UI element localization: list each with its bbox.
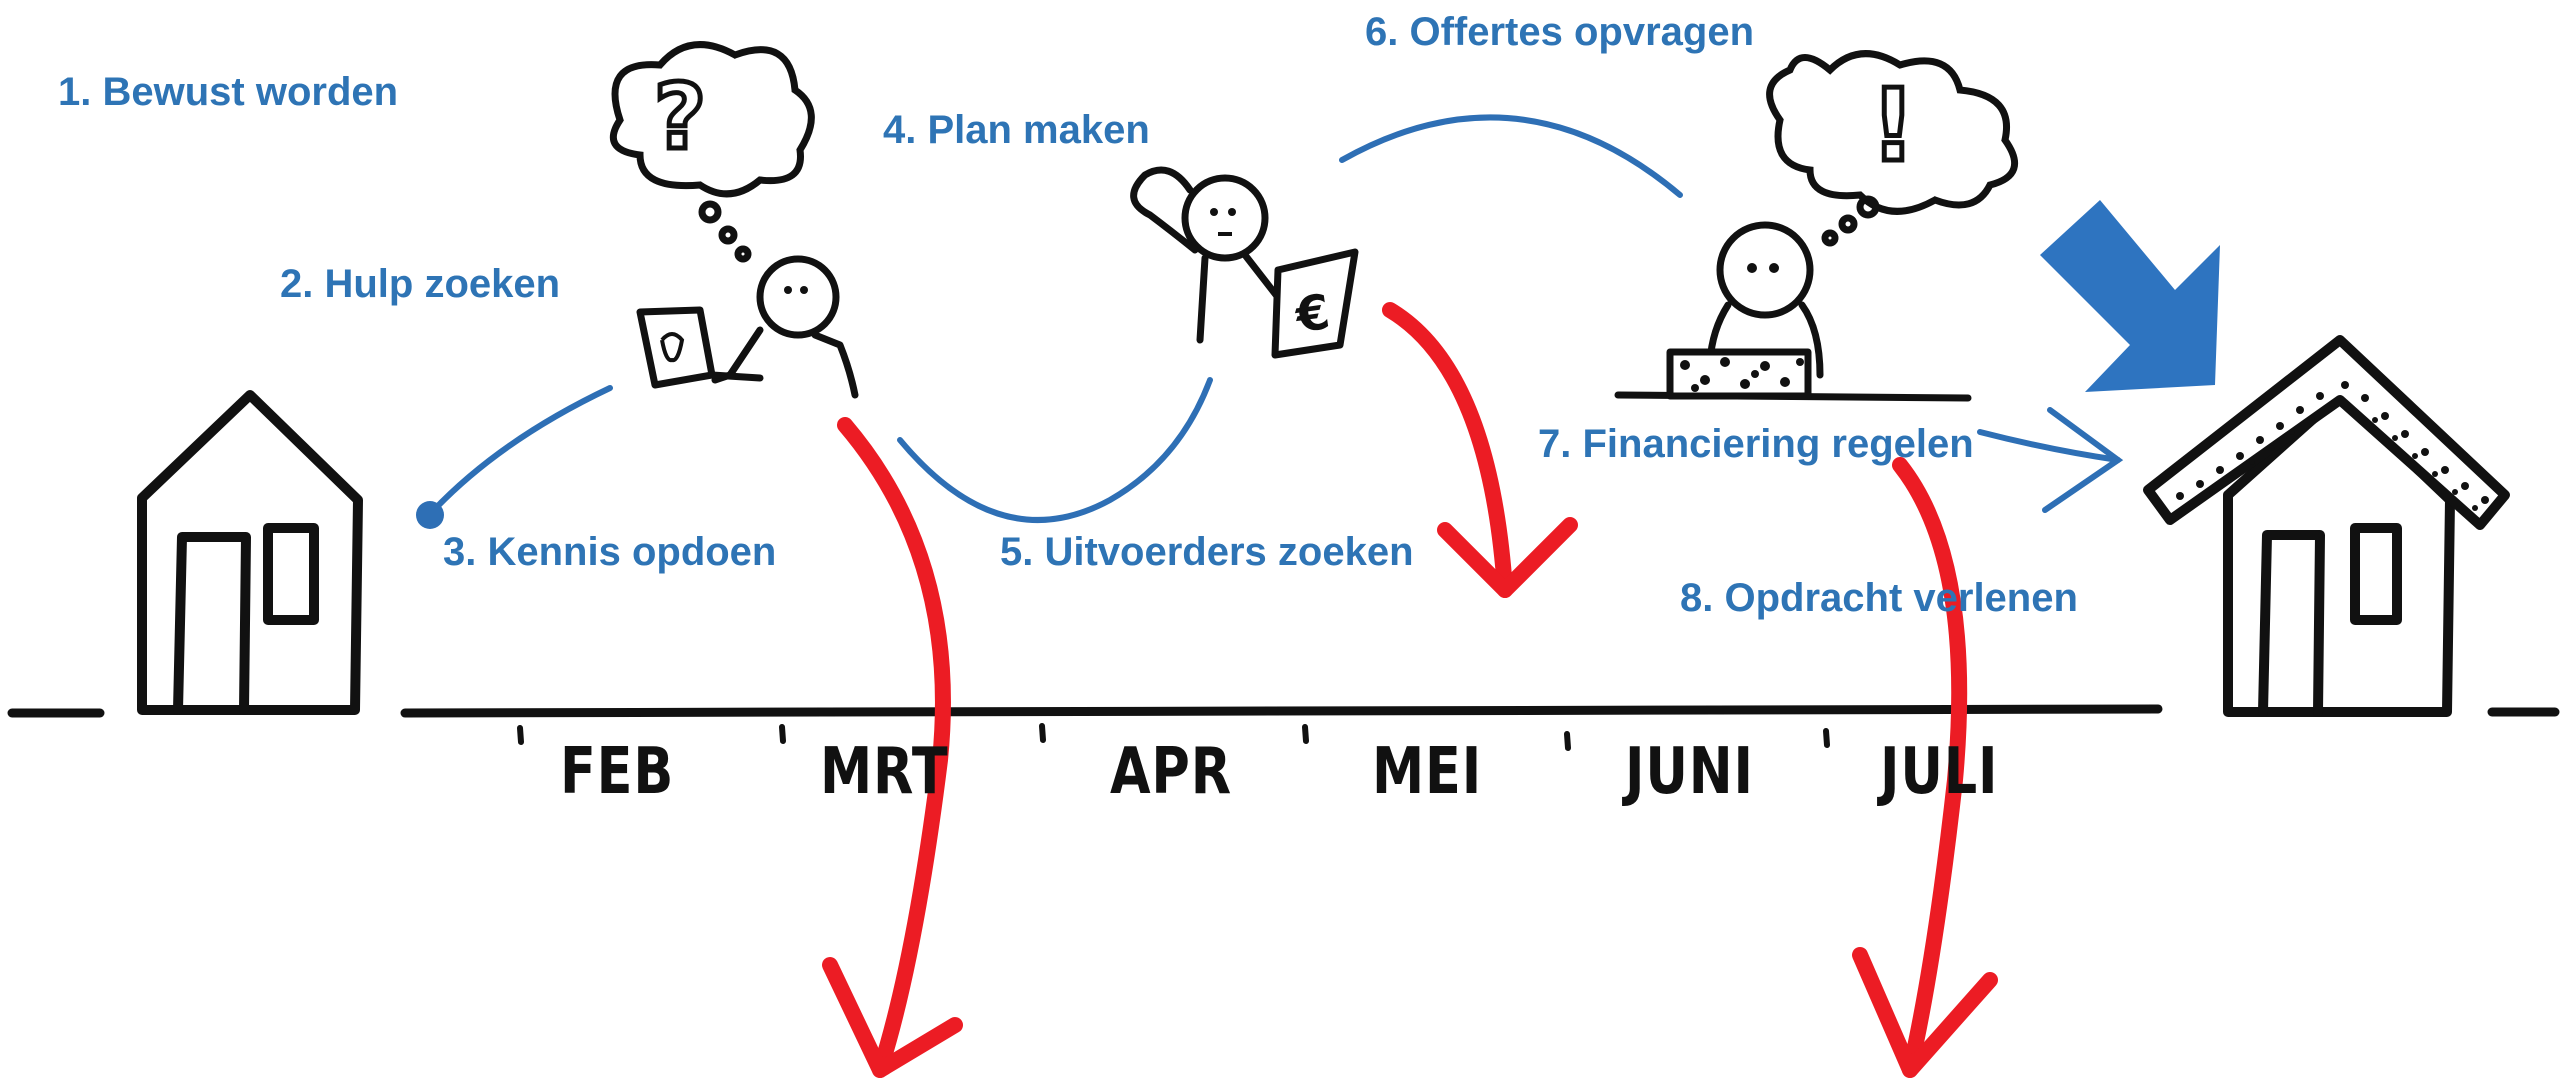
figure-plan-icon xyxy=(1130,166,1359,359)
path-start-dot xyxy=(416,501,444,529)
figure-laptop-icon xyxy=(636,255,859,399)
red-arrow-juli xyxy=(1892,457,1968,1078)
euro-sign: € xyxy=(1291,284,1333,344)
month-label-mei: MEI xyxy=(1372,735,1483,809)
roof-dots xyxy=(2176,381,2489,511)
apple-logo-icon xyxy=(660,332,685,363)
desk-dots xyxy=(1680,357,1804,392)
step-label-6: 6. Offertes opvragen xyxy=(1365,10,1755,54)
month-label-juni: JUNI xyxy=(1625,735,1754,809)
red-arrows xyxy=(822,302,1998,1078)
step-label-2: 2. Hulp zoeken xyxy=(280,262,561,306)
figure-face xyxy=(784,286,808,294)
timeline-ticks xyxy=(517,723,1830,751)
month-label-feb: FEB xyxy=(560,735,675,809)
figure-desk-icon xyxy=(1614,221,1972,402)
month-label-juli: JULI xyxy=(1880,735,1999,809)
right-house-icon xyxy=(2143,335,2510,717)
step-label-7: 7. Financiering regelen xyxy=(1538,422,1974,466)
question-mark: ? xyxy=(654,65,706,170)
big-down-arrow-icon xyxy=(2040,200,2220,392)
ground-line xyxy=(7,704,2560,718)
thought-bubble-question-icon xyxy=(609,41,815,263)
step-label-4: 4. Plan maken xyxy=(883,108,1150,152)
thought-bubble-exclamation-icon xyxy=(1766,50,2018,247)
month-label-mrt: MRT xyxy=(820,735,949,809)
left-house-icon xyxy=(137,390,363,715)
red-arrow-apr xyxy=(1382,302,1513,598)
step-label-1: 1. Bewust worden xyxy=(58,70,399,114)
progress-path xyxy=(429,114,2124,523)
step-label-5: 5. Uitvoerders zoeken xyxy=(1000,530,1414,574)
red-arrow-mrt xyxy=(837,417,951,1078)
figure-desk-face xyxy=(1747,263,1779,273)
step-label-8: 8. Opdracht verlenen xyxy=(1680,576,2078,620)
step-label-3: 3. Kennis opdoen xyxy=(443,530,777,574)
exclamation-mark: ! xyxy=(1870,67,1916,184)
figure-plan-face xyxy=(1210,208,1236,236)
month-label-apr: APR xyxy=(1110,735,1232,809)
